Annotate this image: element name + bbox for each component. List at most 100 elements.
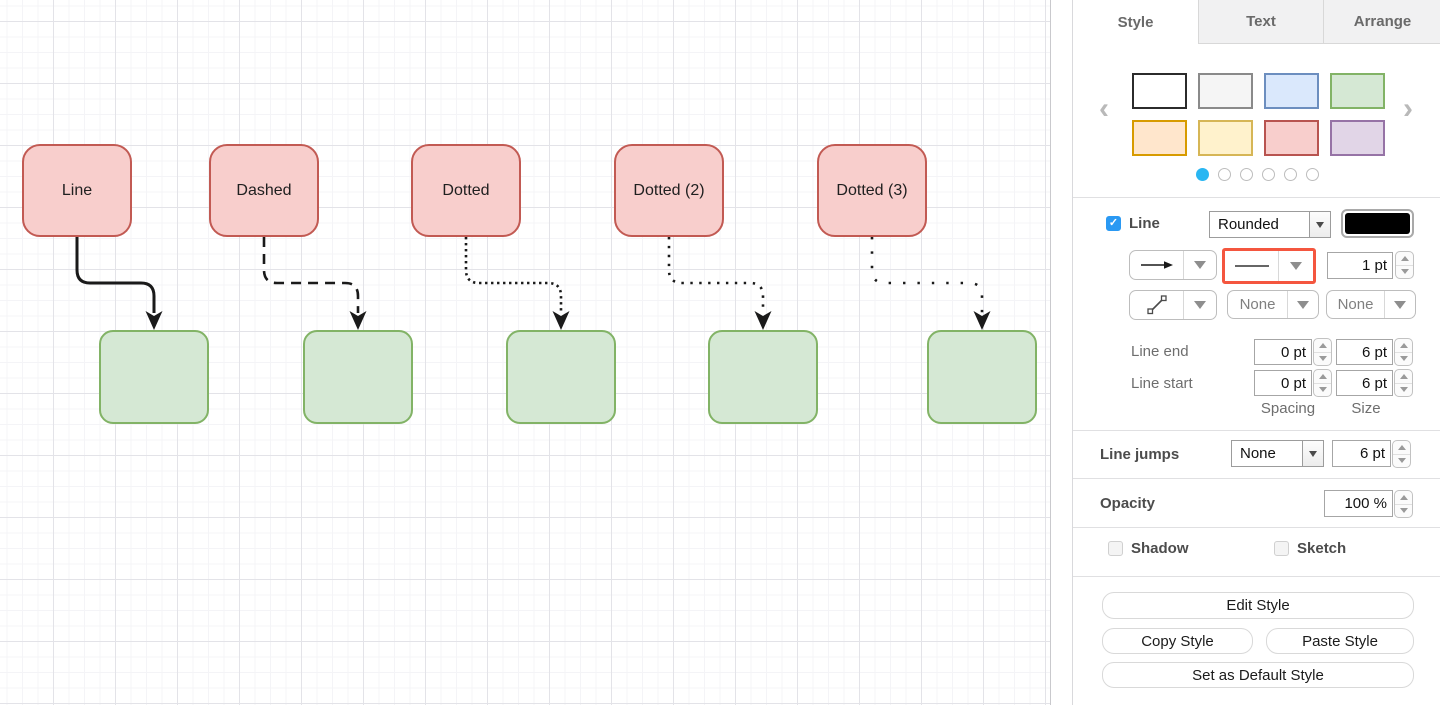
chevron-down-icon xyxy=(1385,291,1415,318)
line-start-marker-dropdown[interactable]: None xyxy=(1227,290,1319,319)
line-end-size-input[interactable]: 6 pt xyxy=(1336,339,1393,365)
opacity-input[interactable]: 100 % xyxy=(1324,490,1393,517)
line-start-spacing-stepper[interactable] xyxy=(1313,369,1332,397)
chevron-down-icon xyxy=(1309,212,1330,237)
node-dashed[interactable]: Dashed xyxy=(209,144,319,237)
tab-style[interactable]: Style xyxy=(1073,0,1198,44)
chevron-down-icon xyxy=(1288,291,1318,318)
shadow-checkbox[interactable] xyxy=(1108,541,1123,556)
line-end-marker-value: None xyxy=(1337,296,1374,313)
line-checkbox[interactable]: ✓ xyxy=(1106,216,1121,231)
presets-next-icon[interactable]: › xyxy=(1403,92,1413,125)
line-end-size-stepper[interactable] xyxy=(1394,338,1413,366)
style-swatch-orange[interactable] xyxy=(1132,120,1187,156)
waypoints-style-button[interactable] xyxy=(1129,290,1217,320)
preset-page-dot-4[interactable] xyxy=(1261,168,1275,181)
edge-dotted-wide[interactable] xyxy=(870,237,984,313)
solid-line-icon xyxy=(1225,251,1278,281)
opacity-stepper[interactable] xyxy=(1394,490,1413,518)
line-color-button[interactable] xyxy=(1341,209,1414,238)
edge-arrowhead xyxy=(754,311,772,330)
node-line[interactable]: Line xyxy=(22,144,132,237)
sketch-checkbox[interactable] xyxy=(1274,541,1289,556)
line-start-spacing-input[interactable]: 0 pt xyxy=(1254,370,1312,396)
edge-solid[interactable] xyxy=(75,237,156,313)
node-target-1[interactable] xyxy=(99,330,209,424)
style-swatch-white[interactable] xyxy=(1132,73,1187,109)
divider xyxy=(1073,430,1440,431)
preset-page-dot-2[interactable] xyxy=(1217,168,1231,181)
style-swatch-yellow[interactable] xyxy=(1198,120,1253,156)
preset-page-dot-6[interactable] xyxy=(1305,168,1319,181)
tab-arrange[interactable]: Arrange xyxy=(1323,0,1440,44)
diagram-canvas[interactable]: Line Dashed Dotted Dotted (2) Dotted (3) xyxy=(0,0,1051,705)
node-target-3[interactable] xyxy=(506,330,616,424)
line-corner-style-select[interactable]: Rounded xyxy=(1209,211,1331,238)
edge-dashed[interactable] xyxy=(262,237,360,313)
panel-tabs: Style Text Arrange xyxy=(1073,0,1440,44)
line-jumps-select[interactable]: None xyxy=(1231,440,1324,467)
divider xyxy=(1073,478,1440,479)
presets-prev-icon[interactable]: ‹ xyxy=(1099,92,1109,125)
line-start-size-stepper[interactable] xyxy=(1394,369,1413,397)
chevron-down-icon xyxy=(1279,251,1313,281)
preset-page-dot-3[interactable] xyxy=(1239,168,1253,181)
line-end-label: Line end xyxy=(1131,343,1189,360)
edit-style-button[interactable]: Edit Style xyxy=(1102,592,1414,619)
style-swatch-red[interactable] xyxy=(1264,120,1319,156)
style-swatch-green[interactable] xyxy=(1330,73,1385,109)
chevron-down-icon xyxy=(1302,441,1323,466)
edge-dotted-spaced[interactable] xyxy=(667,237,765,313)
line-end-spacing-input[interactable]: 0 pt xyxy=(1254,339,1312,365)
paste-style-button[interactable]: Paste Style xyxy=(1266,628,1414,654)
node-dotted-3[interactable]: Dotted (3) xyxy=(817,144,927,237)
size-caption: Size xyxy=(1351,400,1381,417)
divider xyxy=(1073,576,1440,577)
line-corner-style-value: Rounded xyxy=(1218,216,1279,233)
opacity-label: Opacity xyxy=(1100,495,1156,512)
style-swatch-gray[interactable] xyxy=(1198,73,1253,109)
line-end-marker-dropdown[interactable]: None xyxy=(1326,290,1416,319)
line-width-stepper[interactable] xyxy=(1395,251,1414,279)
line-width-input[interactable]: 1 pt xyxy=(1327,252,1393,279)
line-start-size-input[interactable]: 6 pt xyxy=(1336,370,1393,396)
chevron-down-icon xyxy=(1184,291,1216,319)
divider xyxy=(1073,197,1440,198)
format-panel: Style Text Arrange ‹ › ✓ Line Rounded xyxy=(1072,0,1440,705)
node-target-4[interactable] xyxy=(708,330,818,424)
style-swatch-blue[interactable] xyxy=(1264,73,1319,109)
step-down-icon[interactable] xyxy=(1396,266,1413,279)
sketch-label: Sketch xyxy=(1297,540,1347,557)
spacing-caption: Spacing xyxy=(1260,400,1316,417)
divider xyxy=(1073,527,1440,528)
preset-page-dots xyxy=(1073,168,1440,181)
line-jumps-label: Line jumps xyxy=(1100,446,1180,463)
connection-arrow-style-button[interactable] xyxy=(1129,250,1217,280)
line-jumps-value: None xyxy=(1240,445,1276,462)
node-target-2[interactable] xyxy=(303,330,413,424)
line-jumps-size-input[interactable]: 6 pt xyxy=(1332,440,1391,467)
node-dotted[interactable]: Dotted xyxy=(411,144,521,237)
node-target-5[interactable] xyxy=(927,330,1037,424)
style-swatch-purple[interactable] xyxy=(1330,120,1385,156)
line-end-spacing-stepper[interactable] xyxy=(1313,338,1332,366)
shadow-label: Shadow xyxy=(1131,540,1189,557)
line-color-swatch xyxy=(1345,213,1410,234)
preset-page-dot-5[interactable] xyxy=(1283,168,1297,181)
tab-text[interactable]: Text xyxy=(1198,0,1323,44)
set-default-style-button[interactable]: Set as Default Style xyxy=(1102,662,1414,688)
line-jumps-size-stepper[interactable] xyxy=(1392,440,1411,468)
copy-style-button[interactable]: Copy Style xyxy=(1102,628,1253,654)
line-style-dropdown[interactable] xyxy=(1222,248,1316,284)
edge-arrowhead xyxy=(145,311,163,330)
line-start-label: Line start xyxy=(1131,375,1193,392)
line-start-marker-value: None xyxy=(1239,296,1276,313)
edge-dotted[interactable] xyxy=(464,237,563,313)
style-presets xyxy=(1132,73,1387,156)
arrow-right-icon xyxy=(1130,251,1183,279)
line-label: Line xyxy=(1129,215,1160,232)
step-up-icon[interactable] xyxy=(1396,252,1413,266)
preset-page-dot-1[interactable] xyxy=(1195,168,1209,181)
node-dotted-2[interactable]: Dotted (2) xyxy=(614,144,724,237)
